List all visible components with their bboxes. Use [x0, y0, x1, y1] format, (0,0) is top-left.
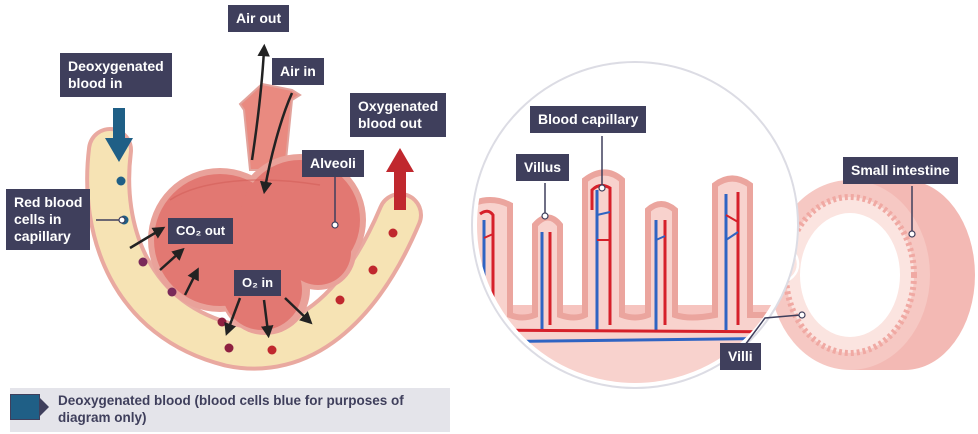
label-o2-in: O₂ in [234, 270, 281, 296]
label-air-out: Air out [228, 5, 289, 32]
label-co2-out: CO₂ out [168, 218, 233, 244]
label-line: blood out [358, 115, 438, 132]
legend-swatch-deoxygenated [10, 394, 40, 420]
purple-cell [168, 288, 177, 297]
legend-pointer [40, 398, 49, 416]
red-cell [369, 266, 378, 275]
red-cell [225, 344, 234, 353]
label-oxygenated-blood-out: Oxygenated blood out [350, 93, 446, 137]
red-cell [389, 229, 398, 238]
legend: Deoxygenated blood (blood cells blue for… [10, 388, 450, 432]
purple-cell [139, 258, 148, 267]
legend-text: Deoxygenated blood (blood cells blue for… [58, 392, 448, 426]
label-line: Red blood [14, 194, 82, 211]
small-intestine [770, 180, 975, 370]
label-line: capillary [14, 228, 82, 245]
red-cell [218, 318, 227, 327]
blue-cell [117, 177, 126, 186]
label-air-in: Air in [272, 58, 324, 85]
label-line: Oxygenated [358, 98, 438, 115]
label-alveoli: Alveoli [302, 150, 364, 177]
label-villi: Villi [720, 343, 761, 370]
red-cell [268, 346, 277, 355]
label-line: cells in [14, 211, 82, 228]
label-small-intestine: Small intestine [843, 157, 958, 184]
label-blood-capillary: Blood capillary [530, 106, 646, 133]
label-line: blood in [68, 75, 164, 92]
label-line: Deoxygenated [68, 58, 164, 75]
label-villus: Villus [516, 154, 569, 181]
label-deoxygenated-blood-in: Deoxygenated blood in [60, 53, 172, 97]
label-red-blood-cells: Red blood cells in capillary [6, 189, 90, 250]
red-cell [336, 296, 345, 305]
